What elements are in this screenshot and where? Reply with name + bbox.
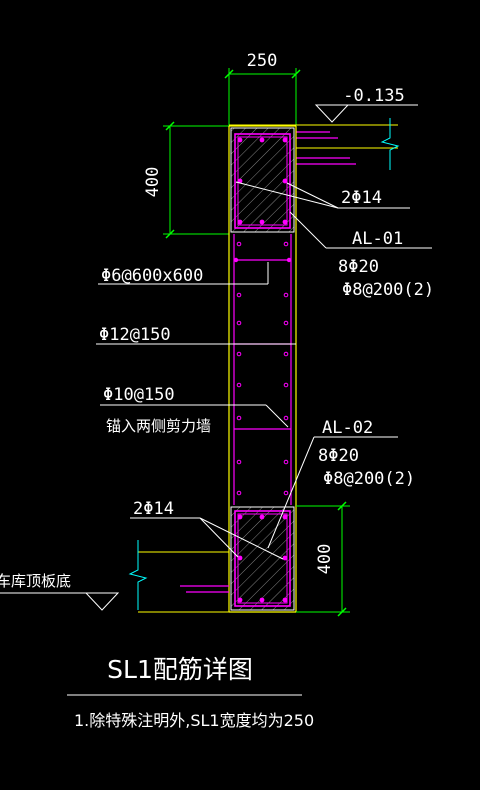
- annotation-phi6-tie: Φ6@600x600: [98, 262, 269, 286]
- rebar-phi12-text: Φ12@150: [99, 325, 171, 345]
- al02-main-bars-text: 8Φ20: [318, 446, 359, 466]
- drawing-note: 1.除特殊注明外,SL1宽度均为250: [74, 711, 314, 730]
- al02-stirrups-text: Φ8@200(2): [323, 469, 415, 489]
- wall-body-rebar: [233, 234, 292, 505]
- bottom-beam-height-text: 400: [315, 544, 335, 575]
- wall-outline: [228, 125, 297, 613]
- annotation-2phi14-bottom: 2Φ14: [130, 499, 284, 560]
- tie-phi6-text: Φ6@600x600: [101, 266, 203, 286]
- annotation-al-02: AL-02 8Φ20 Φ8@200(2): [267, 418, 415, 549]
- al01-main-bars-text: 8Φ20: [338, 257, 379, 277]
- drawing-title-block: SL1配筋详图 1.除特殊注明外,SL1宽度均为250: [67, 655, 314, 730]
- elevation-text: -0.135: [343, 86, 404, 106]
- drawing-title: SL1配筋详图: [107, 655, 253, 684]
- beam-al01-text: AL-01: [352, 229, 403, 249]
- width-dimension: 250: [224, 51, 301, 128]
- garage-roof-slab: 车库顶板底: [0, 540, 229, 613]
- rebar-2phi14-bottom-text: 2Φ14: [133, 499, 174, 519]
- garage-roof-bottom-label: 车库顶板底: [0, 572, 71, 590]
- annotation-2phi14-top: 2Φ14: [235, 181, 410, 209]
- top-beam-height-text: 400: [143, 167, 163, 198]
- elevation-marker-top: -0.135: [229, 86, 418, 170]
- rebar-phi10-text: Φ10@150: [103, 385, 175, 405]
- annotation-al-01: AL-01 8Φ20 Φ8@200(2): [289, 211, 434, 300]
- beam-al-01-section: [230, 127, 295, 233]
- beam-al02-text: AL-02: [322, 418, 373, 438]
- beam-al-02-section: [230, 506, 295, 611]
- width-dimension-text: 250: [247, 51, 278, 71]
- rebar-2phi14-top-text: 2Φ14: [341, 188, 382, 208]
- top-beam-height-dimension: 400: [143, 121, 229, 239]
- al01-stirrups-text: Φ8@200(2): [342, 280, 434, 300]
- bottom-beam-height-dimension: 400: [296, 501, 350, 617]
- annotation-phi12: Φ12@150: [96, 325, 296, 345]
- annotation-phi10: Φ10@150 锚入两侧剪力墙: [100, 385, 289, 435]
- anchor-note-text: 锚入两侧剪力墙: [106, 417, 211, 435]
